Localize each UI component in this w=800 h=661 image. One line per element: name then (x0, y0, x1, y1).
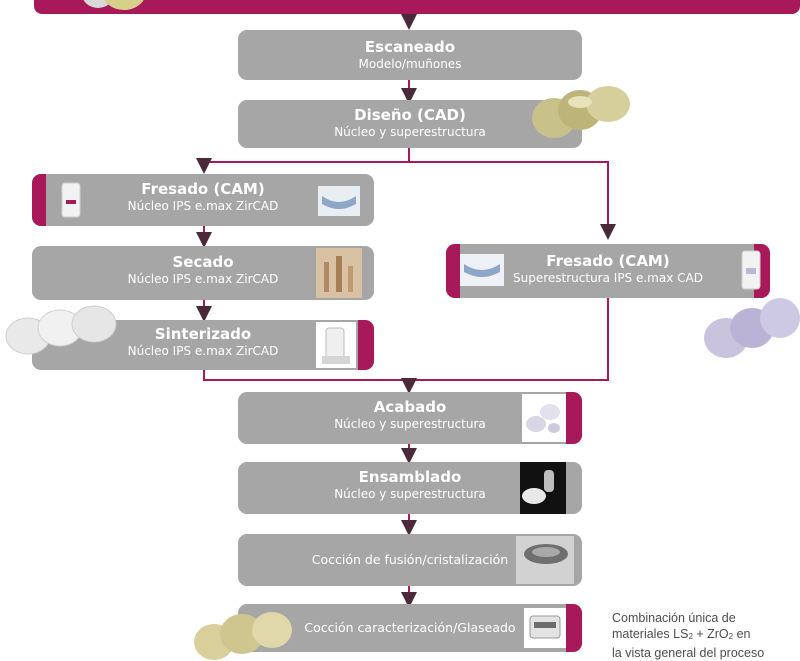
step-title: Fresado (CAM) (141, 180, 265, 198)
step-scan: Escaneado Modelo/muñones (238, 30, 582, 80)
side-note-text: en (733, 627, 751, 641)
step-subtitle: Núcleo y superestructura (334, 487, 486, 501)
step-subtitle: Cocción de fusión/cristalización (311, 552, 509, 567)
step-subtitle: Núcleo y superestructura (334, 417, 486, 431)
crown-top-icon (78, 0, 148, 16)
drying-rack-icon (316, 248, 362, 298)
accent-tab (358, 320, 374, 370)
crown-bridge-cad-icon (524, 80, 634, 142)
side-note-line3: la vista general del proceso (612, 646, 765, 660)
accent-tab (566, 604, 582, 652)
milling-unit-icon (60, 182, 82, 218)
final-bridge-icon (192, 604, 296, 660)
step-title: Secado (172, 253, 234, 271)
accent-tab (446, 244, 460, 298)
step-mill-super: Fresado (CAM) Superestructura IPS e.max … (446, 244, 770, 298)
subscript: 2 (728, 632, 734, 641)
assembly-photo-icon (520, 462, 566, 514)
milling-unit-icon (740, 250, 762, 290)
step-subtitle: Núcleo IPS e.max ZirCAD (127, 272, 279, 286)
step-title: Escaneado (364, 38, 456, 56)
step-subtitle: Cocción caracterización/Glaseado (304, 620, 516, 635)
step-subtitle: Núcleo y superestructura (334, 125, 486, 139)
subscript: 2 (688, 632, 693, 641)
accent-tab (566, 392, 582, 444)
step-title: Fresado (CAM) (546, 252, 670, 270)
step-title: Acabado (373, 398, 447, 416)
step-title: Ensamblado (358, 468, 462, 486)
side-note-text: materiales LS (612, 627, 689, 641)
side-note-text: + ZrO (692, 627, 729, 641)
step-subtitle: Modelo/muñones (358, 57, 462, 71)
emax-cad-block-icon (460, 254, 504, 286)
side-note: Combinación única de materiales LS2 + Zr… (612, 610, 792, 661)
header-bar (34, 0, 800, 14)
step-subtitle: Superestructura IPS e.max CAD (513, 271, 703, 285)
sintering-furnace-icon (316, 322, 356, 368)
step-title: Diseño (CAD) (354, 106, 466, 124)
step-mill-core: Fresado (CAM) Núcleo IPS e.max ZirCAD (32, 174, 374, 226)
glazing-furnace-icon (524, 608, 566, 648)
zircad-block-icon (318, 186, 360, 216)
accent-tab (32, 174, 46, 226)
step-design: Diseño (CAD) Núcleo y superestructura (238, 100, 582, 148)
lithium-disilicate-bridge-icon (700, 290, 800, 364)
finishing-tool-icon (522, 394, 566, 442)
step-title: Sinterizado (154, 325, 252, 343)
side-note-line2: materiales LS2 + ZrO2 en (612, 626, 792, 645)
furnace-firing-icon (516, 536, 574, 584)
step-subtitle: Núcleo IPS e.max ZirCAD (127, 344, 279, 358)
zirconia-bridge-icon (4, 302, 122, 358)
side-note-line1: Combinación única de (612, 611, 736, 625)
step-subtitle: Núcleo IPS e.max ZirCAD (127, 199, 279, 213)
